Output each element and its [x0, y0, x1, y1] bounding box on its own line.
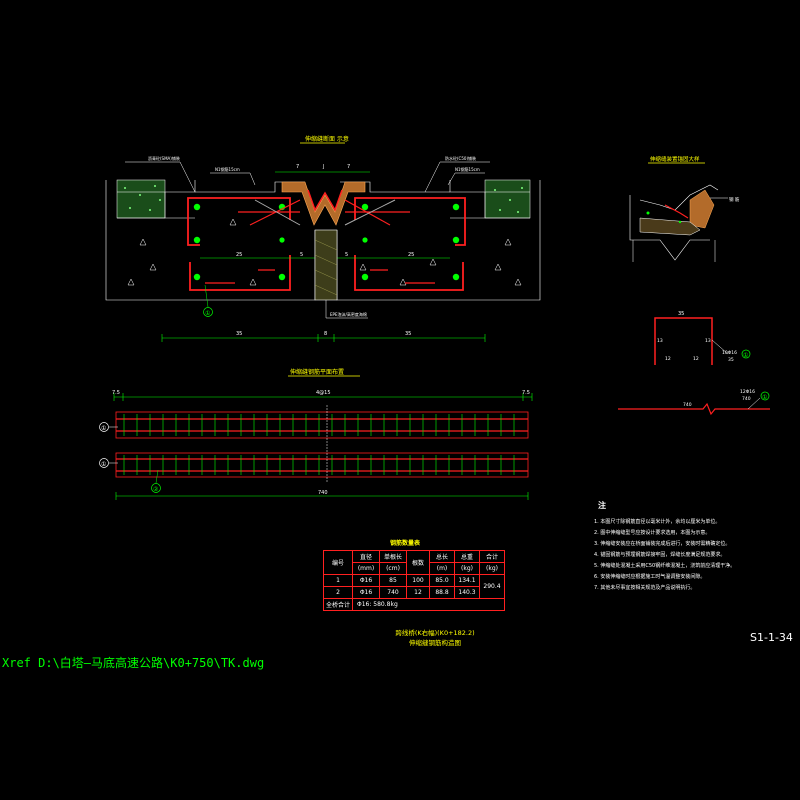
dim-bottom-left: 35 — [236, 331, 242, 337]
table-header-cell: (m) — [429, 562, 455, 575]
section-view: 伸缩缝断面 示意 7 J 7 沥青砼(SMA)铺装 N1钢筋15cm 防水砼(C… — [105, 135, 541, 342]
table-cell: 100 — [406, 574, 430, 587]
right-label: 防水砼(C50)铺装 — [445, 155, 476, 161]
note-item: 5. 伸缩缝处混凝土采用C50钢纤维混凝土，浇筑前应清理干净。 — [594, 563, 736, 569]
sheet-number: S1-1-34 — [750, 631, 793, 644]
notes-title: 注 — [598, 501, 606, 510]
xref-path: Xref D:\白塔—马底高速公路\K0+750\TK.dwg — [2, 656, 265, 670]
detail-view-title: 伸缩缝装置锚固大样 — [650, 155, 700, 163]
table-header-cell: 总长 — [429, 550, 455, 563]
plan-callout-1a: ① — [101, 425, 106, 432]
straight-bar: 740 12Φ16 740 ① — [618, 389, 770, 416]
straight-bar-dim: 740 — [683, 402, 692, 408]
table-header-cell: 合计 — [479, 550, 505, 563]
plan-callout-2: ② — [153, 486, 159, 493]
straight-bar-sub: 740 — [742, 396, 751, 402]
table-header-cell: 根数 — [406, 550, 430, 575]
table-header-cell: 编号 — [323, 550, 353, 575]
plan-dim-total: 740 — [318, 490, 328, 496]
right-label-2: N1钢筋15cm — [455, 166, 480, 172]
dim-top-2: J — [322, 164, 324, 170]
note-item: 6. 安装伸缩缝时应根据施工时气温调整安装间隙。 — [594, 574, 706, 580]
quantity-table: 编号 直径 单根长 根数 总长 总重 合计 (mm) (cm) (m) (kg)… — [323, 550, 505, 611]
dim-inner-4: 25 — [408, 252, 414, 258]
plan-dim-left: 7.5 — [112, 390, 120, 396]
drawing-title-line2: 伸缩缝钢筋构造图 — [409, 639, 461, 647]
detail-view: 伸缩缝装置锚固大样 钢 筋 — [629, 155, 740, 262]
note-item: 3. 伸缩缝安装应在桥面铺装完成后进行，安装时需精确定位。 — [594, 541, 731, 547]
notes-panel: 注 1. 本图尺寸除钢筋直径以毫米计外，余均以厘米为单位。 2. 图中伸缩缝型号… — [594, 500, 799, 594]
table-cell-total: 290.4 — [479, 574, 505, 599]
note-item: 4. 锚固钢筋与预埋钢筋焊接牢固，焊缝长度满足规范要求。 — [594, 552, 726, 558]
table-cell: Φ16 — [352, 574, 380, 587]
table-cell: 2 — [323, 586, 353, 599]
left-label: 沥青砼(SMA)铺装 — [148, 155, 180, 161]
dim-inner-3: 5 — [345, 252, 348, 258]
bar-shape-1: 35 13 13 12 12 10Φ16 35 ① — [654, 311, 751, 365]
detail-label: 钢 筋 — [729, 196, 740, 203]
center-label: EPE泡沫/高密度海绵 — [330, 311, 367, 317]
plan-callout-1b: ① — [101, 461, 106, 468]
table-cell: 85.0 — [429, 574, 455, 587]
section-view-title: 伸缩缝断面 示意 — [305, 135, 349, 143]
dim-inner-2: 5 — [300, 252, 303, 258]
dim-top-3: 7 — [347, 164, 350, 170]
bar-bottom-right: 12 — [693, 356, 699, 362]
table-cell: 12 — [406, 586, 430, 599]
table-footer-value: Φ16: 580.8kg — [352, 598, 505, 611]
table-footer-row: 全桥合计 Φ16: 580.8kg — [323, 598, 505, 611]
table-header-row: 编号 直径 单根长 根数 总长 总重 合计 — [323, 550, 505, 575]
note-item: 7. 其他未尽事宜按相关规范及产品说明执行。 — [594, 585, 696, 591]
dim-top-1: 7 — [296, 164, 299, 170]
table-cell: Φ16 — [352, 586, 380, 599]
plan-view: 伸缩缝钢筋平面布置 7.5 7.5 4@15 ① ① ② 740 — [99, 368, 533, 500]
table-header-row: (mm) (cm) (m) (kg) (kg) — [324, 562, 505, 575]
quantity-table-title: 钢筋数量表 — [390, 540, 421, 547]
bar-callout-sub: 35 — [728, 357, 734, 363]
table-header-cell: (mm) — [352, 562, 380, 575]
bar-right-dim: 13 — [705, 338, 711, 344]
table-footer-label: 全桥合计 — [323, 598, 353, 611]
table-cell: 88.8 — [429, 586, 455, 599]
plan-dim-mid: 4@15 — [316, 390, 331, 396]
table-cell: 740 — [379, 586, 407, 599]
table-header-cell: 单根长 — [379, 550, 407, 563]
table-header-cell: (cm) — [379, 562, 407, 575]
section-callout-1: ① — [205, 310, 210, 317]
table-header-cell: (kg) — [479, 562, 505, 575]
table-cell: 1 — [323, 574, 353, 587]
table-header-cell: 直径 — [352, 550, 380, 563]
drawing-title-line1: 跨线桥(K右幅)(K0+182.2) — [395, 629, 475, 637]
note-item: 1. 本图尺寸除钢筋直径以毫米计外，余均以厘米为单位。 — [594, 519, 721, 525]
bar-left-dim: 13 — [657, 338, 663, 344]
note-item: 2. 图中伸缩缝型号应按设计要求选用，本图为示意。 — [594, 530, 711, 536]
table-cell: 85 — [379, 574, 407, 587]
drawing-title: 跨线桥(K右幅)(K0+182.2) 伸缩缝钢筋构造图 — [380, 628, 490, 648]
bar-top-dim: 35 — [678, 311, 684, 317]
bar-callout-num: ① — [743, 352, 748, 359]
table-header-cell: (kg) — [454, 562, 480, 575]
table-row: 2 Φ16 740 12 88.8 140.3 — [323, 586, 505, 599]
straight-bar-label: 12Φ16 — [740, 389, 755, 395]
dim-bottom-mid: 8 — [324, 331, 327, 337]
bar-bottom-left: 12 — [665, 356, 671, 362]
dim-bottom-right: 35 — [405, 331, 411, 337]
table-header-cell: 总重 — [454, 550, 480, 563]
table-row: 1 Φ16 85 100 85.0 134.1 290.4 — [323, 574, 505, 599]
straight-bar-callout: ① — [762, 394, 767, 401]
plan-view-title: 伸缩缝钢筋平面布置 — [290, 368, 344, 376]
left-label-2: N1钢筋15cm — [215, 166, 240, 172]
plan-dim-right: 7.5 — [522, 390, 530, 396]
table-cell: 140.3 — [454, 586, 480, 599]
bar-callout-label: 10Φ16 — [722, 350, 737, 356]
table-cell: 134.1 — [454, 574, 480, 587]
dim-inner-1: 25 — [236, 252, 242, 258]
